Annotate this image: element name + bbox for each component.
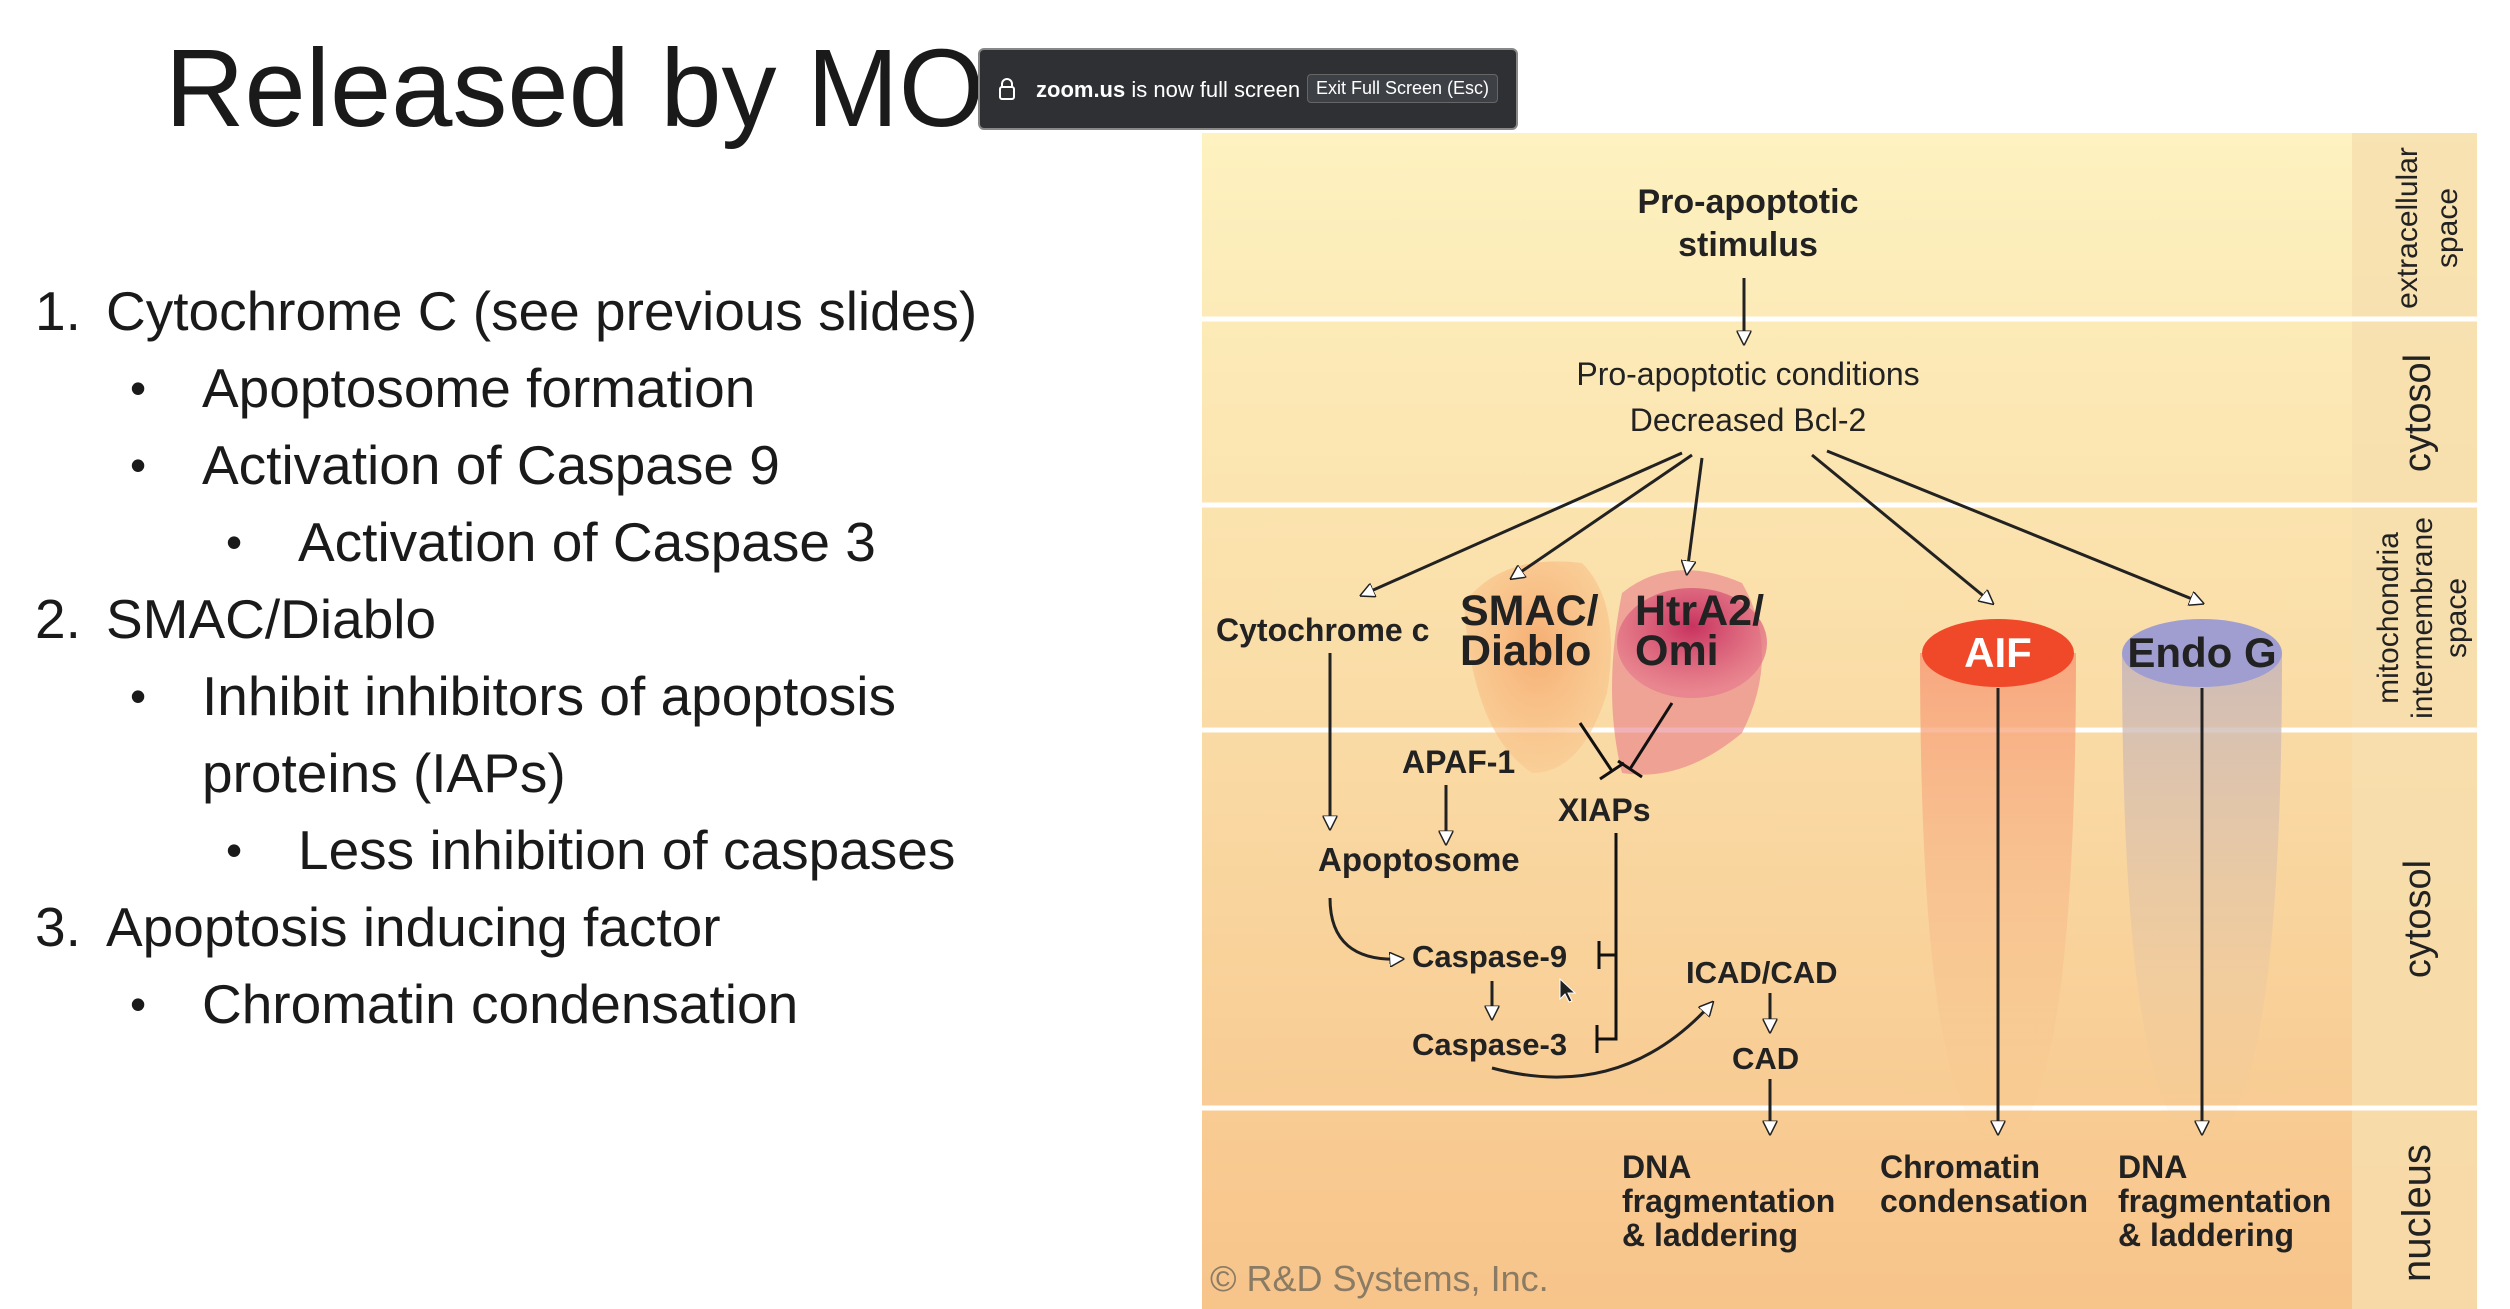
dna1-line1: DNA	[1622, 1149, 1691, 1185]
diagram-background	[1202, 133, 2477, 1309]
dna1-line3: & laddering	[1622, 1217, 1798, 1253]
list-item-text: Activation of Caspase 9	[202, 434, 780, 496]
list-marker: •	[130, 439, 147, 491]
zone-sidebar	[2352, 133, 2477, 1309]
zone-label-cytosol-top: cytosol	[2397, 354, 2439, 472]
list-marker: •	[130, 978, 147, 1030]
conditions-line1: Pro-apoptotic conditions	[1576, 356, 1919, 392]
list-marker: •	[130, 670, 147, 722]
list-item-text: proteins (IAPs)	[202, 742, 566, 804]
list-item-text: Less inhibition of caspases	[298, 819, 956, 881]
endog-oval	[2122, 619, 2282, 687]
lock-icon	[998, 77, 1016, 107]
stimulus-line1: Pro-apoptotic	[1638, 183, 1859, 221]
list-item-text: Inhibit inhibitors of apoptosis	[202, 665, 897, 727]
htra2-core	[1617, 588, 1767, 698]
chromatin-line1: Chromatin	[1880, 1149, 2040, 1185]
inhibit-smac-xiaps	[1578, 722, 1614, 772]
stimulus-label: Pro-apoptotic stimulus	[1638, 183, 1859, 264]
zone-label-nucleus: nucleus	[2395, 1144, 2439, 1282]
smac-line2: Diablo	[1460, 627, 1591, 675]
fullscreen-message: zoom.us is now full screen	[1036, 77, 1300, 103]
inhibit-htra2-xiaps-bar	[1617, 759, 1643, 779]
cytochrome-c-label: Cytochrome c	[1216, 612, 1429, 648]
zone-label-cytosol-bottom: cytosol	[2397, 860, 2439, 978]
htra2-line1: HtrA2/	[1635, 587, 1764, 635]
list-item-text: Chromatin condensation	[202, 973, 799, 1035]
caspase9-label: Caspase-9	[1412, 939, 1567, 974]
conditions-line2: Decreased Bcl-2	[1630, 402, 1867, 438]
list-marker: 1.	[35, 280, 81, 342]
chromatin-line2: condensation	[1880, 1183, 2088, 1219]
fullscreen-message-text: is now full screen	[1125, 77, 1301, 102]
list-item-text: Apoptosis inducing factor	[106, 896, 721, 958]
apaf1-label: APAF-1	[1402, 744, 1515, 780]
arrow-to-cytochrome	[1362, 451, 1683, 595]
arrow-caspase3-icad	[1491, 1003, 1712, 1079]
arrow-to-aif	[1811, 453, 1992, 603]
list-marker: 3.	[35, 896, 81, 958]
list-item-text: Apoptosome formation	[202, 357, 756, 419]
icad-label: ICAD/CAD	[1686, 955, 1838, 990]
mouse-cursor-icon	[1559, 977, 1577, 1003]
zone-label-mito-line1: mitochondria	[2372, 532, 2405, 704]
xiaps-label: XIAPs	[1558, 792, 1650, 828]
dna2-line1: DNA	[2118, 1149, 2187, 1185]
inhibit-smac-xiaps-bar	[1599, 761, 1625, 781]
aif-label: AIF	[1964, 629, 2032, 676]
zone-label-mito-line3: space	[2440, 578, 2473, 658]
endog-label: Endo G	[2127, 629, 2276, 676]
inhibit-htra2-xiaps	[1628, 702, 1674, 770]
list-marker: •	[226, 516, 243, 568]
apoptosome-label: Apoptosome	[1318, 841, 1520, 878]
list-marker: •	[130, 362, 147, 414]
arrow-to-endog	[1826, 449, 2202, 603]
smac-label: SMAC/Diablo	[1460, 587, 1599, 675]
htra2-line2: Omi	[1635, 627, 1719, 675]
arrow-apoptosome-caspase9	[1328, 897, 1402, 959]
caspase3-label: Caspase-3	[1412, 1027, 1567, 1062]
list-item-text: Activation of Caspase 3	[298, 511, 876, 573]
aif-oval	[1922, 619, 2074, 687]
list-marker: 2.	[35, 588, 81, 650]
arrow-to-smac	[1512, 453, 1693, 578]
list-item-text: SMAC/Diablo	[106, 588, 437, 650]
exit-fullscreen-button[interactable]: Exit Full Screen (Esc)	[1306, 74, 1498, 103]
zone-label-extracellular-line2: space	[2431, 188, 2464, 268]
zone-label-mito-line2: intermembrane	[2406, 517, 2439, 719]
smac-blob	[1464, 561, 1612, 773]
smac-line1: SMAC/	[1460, 587, 1599, 635]
stimulus-line2: stimulus	[1678, 226, 1818, 264]
cad-label: CAD	[1732, 1041, 1799, 1076]
list-marker: •	[226, 824, 243, 876]
list-item-text: Cytochrome C (see previous slides)	[106, 280, 978, 342]
dna2-line2: fragmentation	[2118, 1183, 2331, 1219]
fullscreen-site: zoom.us	[1036, 77, 1126, 102]
zone-label-mito: mitochondriaintermembranespace	[2372, 517, 2473, 719]
arrow-to-htra2	[1687, 457, 1704, 573]
dna2-line3: & laddering	[2118, 1217, 2294, 1253]
dna1-line2: fragmentation	[1622, 1183, 1835, 1219]
htra2-label: HtrA2/Omi	[1635, 587, 1764, 675]
zoom-fullscreen-bar: zoom.us is now full screen Exit Full Scr…	[978, 48, 1518, 130]
inhibit-xiaps-caspases	[1597, 833, 1618, 1041]
copyright-label: © R&D Systems, Inc.	[1210, 1258, 1549, 1299]
zone-label-extracellular-line1: extracellular	[2391, 147, 2424, 309]
